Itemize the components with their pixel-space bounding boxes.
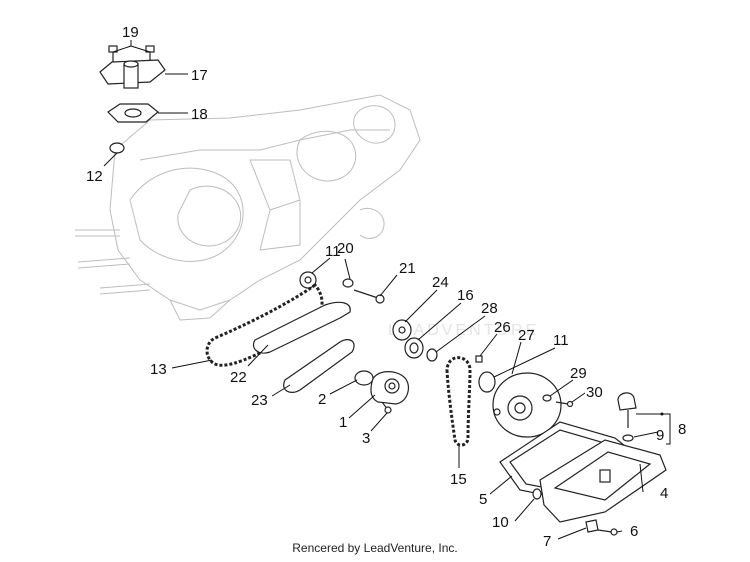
callout-8: 8 — [678, 421, 686, 438]
callout-17: 17 — [191, 67, 208, 84]
callout-3: 3 — [362, 430, 370, 447]
callout-4: 4 — [660, 485, 668, 502]
crankcase-housing — [75, 94, 421, 321]
callout-19: 19 — [122, 24, 139, 41]
callout-5: 5 — [479, 491, 487, 508]
callout-13: 13 — [150, 361, 167, 378]
callout-1: 1 — [339, 414, 347, 431]
callout-10: 10 — [492, 514, 509, 531]
part-15-pump-chain — [445, 356, 472, 447]
callout-7: 7 — [543, 533, 551, 550]
part-11-sprocket-upper — [299, 271, 317, 289]
part-17-tensioner-bracket — [99, 45, 166, 89]
part-26-pin — [475, 355, 483, 363]
part-11-sprocket-lower — [478, 371, 496, 393]
callout-28: 28 — [481, 300, 498, 317]
callout-20: 20 — [337, 240, 354, 257]
part-1-oil-pump — [370, 371, 409, 405]
callout-27: 27 — [518, 327, 535, 344]
part-30-screw — [555, 400, 574, 408]
part-28-o-ring — [426, 348, 438, 362]
leader-lines — [103, 40, 671, 540]
callout-15: 15 — [450, 471, 467, 488]
callout-2: 2 — [318, 391, 326, 408]
part-24-washer — [392, 319, 412, 341]
callout-22: 22 — [230, 369, 247, 386]
part-9-o-ring — [622, 434, 634, 442]
callout-30: 30 — [586, 384, 603, 401]
callout-12: 12 — [86, 168, 103, 185]
part-18-gasket — [107, 103, 159, 123]
part-10-drain-plug — [532, 488, 542, 500]
callout-23: 23 — [251, 392, 268, 409]
part-7-clip — [585, 519, 599, 533]
callout-29: 29 — [570, 365, 587, 382]
part-29-washer — [542, 394, 552, 402]
callout-24: 24 — [432, 274, 449, 291]
part-27-cover-plate — [492, 372, 562, 438]
callout-11-upper: 11 — [325, 243, 341, 260]
callout-21: 21 — [399, 260, 416, 277]
part-3-screw — [381, 401, 392, 414]
callout-16: 16 — [457, 287, 474, 304]
part-22-chain-guide — [252, 301, 351, 354]
part-13-drive-chain — [205, 282, 324, 367]
callout-26: 26 — [494, 319, 511, 336]
watermark-text: LEADVENTURE — [388, 322, 539, 339]
part-6-screw — [597, 528, 618, 536]
callout-6: 6 — [630, 523, 638, 540]
part-2-pump-cover — [354, 370, 374, 386]
footer-credit: Rencered by LeadVenture, Inc. — [292, 541, 458, 555]
part-20-spacer — [342, 278, 354, 288]
part-12-o-ring — [109, 142, 125, 154]
part-23-chain-slider — [283, 339, 355, 393]
callout-18: 18 — [191, 106, 208, 123]
part-16-sprocket — [404, 337, 424, 359]
part-4-oil-sump — [539, 439, 667, 523]
part-8-dipstick — [617, 392, 637, 428]
callout-11-lower: 11 — [553, 332, 569, 349]
callout-9: 9 — [656, 427, 664, 444]
part-21-bolt — [353, 289, 385, 304]
